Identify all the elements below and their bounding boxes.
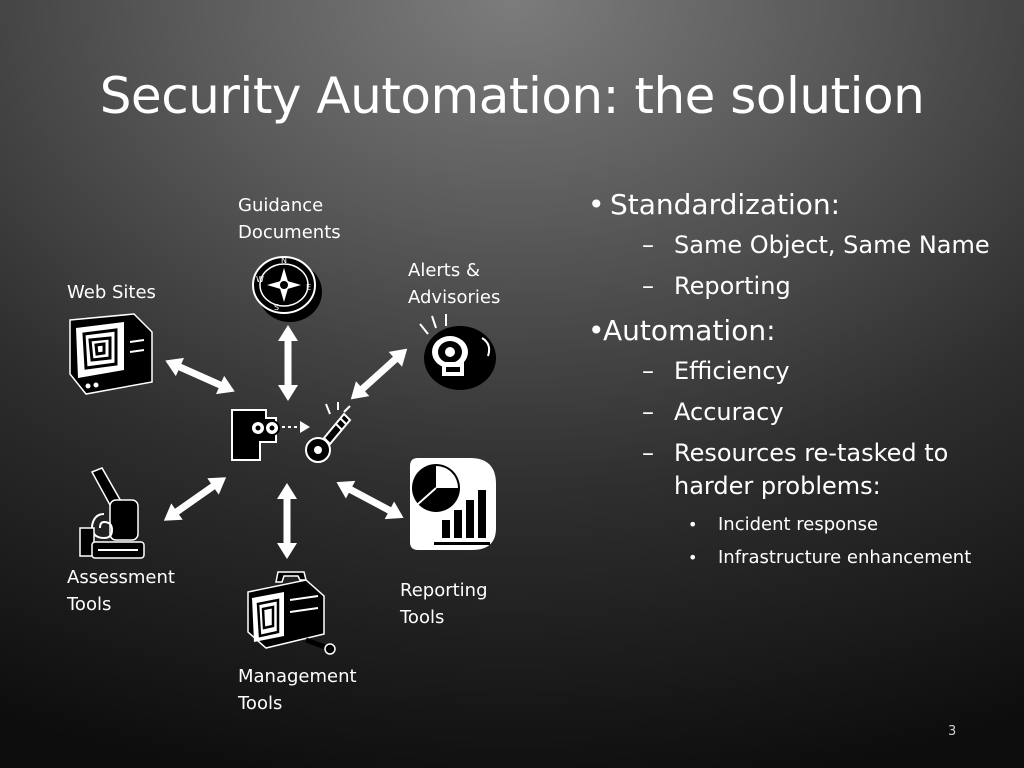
compass-icon: N W E S bbox=[248, 252, 324, 324]
arrow-websites bbox=[161, 351, 239, 401]
svg-text:W: W bbox=[256, 275, 264, 284]
bullet-automation: •Automation: bbox=[588, 314, 776, 347]
arrow-alerts bbox=[344, 341, 414, 407]
sub-bullet-accuracy: –Accuracy bbox=[642, 398, 784, 426]
svg-text:S: S bbox=[274, 303, 279, 312]
sub-bullet-efficiency: –Efficiency bbox=[642, 357, 790, 385]
sub-bullet-resources: –Resources re-tasked to harder problems: bbox=[642, 439, 949, 500]
microscope-icon bbox=[76, 464, 150, 564]
arrow-reporting bbox=[331, 473, 409, 527]
arrow-management bbox=[277, 483, 297, 559]
toolbox-icon bbox=[244, 570, 336, 656]
slide-title: Security Automation: the solution bbox=[99, 67, 925, 125]
svg-text:E: E bbox=[306, 283, 311, 292]
bullet-standardization: •Standardization: bbox=[588, 188, 841, 221]
label-alerts-advisories: Alerts &Advisories bbox=[408, 260, 501, 308]
monitor-icon bbox=[64, 312, 158, 396]
sub-bullet-reporting: –Reporting bbox=[642, 272, 791, 300]
bullet-list: •Standardization: –Same Object, Same Nam… bbox=[588, 185, 1008, 577]
sub-bullet-same-object: –Same Object, Same Name bbox=[642, 231, 990, 259]
arrow-assessment bbox=[158, 469, 232, 529]
sub-sub-bullet-incident: •Incident response bbox=[688, 514, 879, 535]
alarm-bell-icon bbox=[412, 312, 502, 392]
sub-sub-bullet-infrastructure: •Infrastructure enhancement bbox=[688, 547, 972, 568]
svg-text:N: N bbox=[281, 256, 287, 265]
page-number: 3 bbox=[948, 724, 957, 739]
report-chart-icon bbox=[404, 456, 500, 554]
agent-key-icon bbox=[226, 398, 358, 468]
label-web-sites: Web Sites bbox=[67, 282, 156, 303]
arrow-guidance bbox=[278, 325, 298, 401]
